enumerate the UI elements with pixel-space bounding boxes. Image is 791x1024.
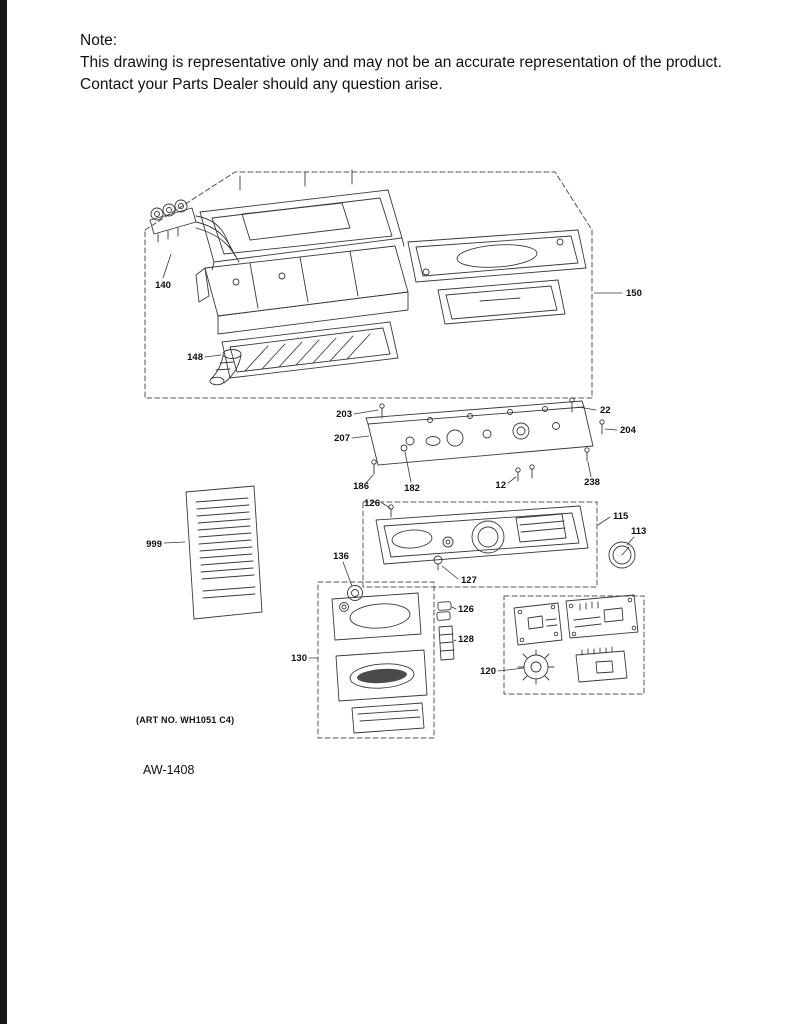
callout-150: 150	[626, 288, 642, 299]
callout-140: 140	[155, 280, 171, 291]
dashed-box-control-panel	[362, 501, 598, 588]
dispenser-lid-drawing	[199, 189, 405, 271]
page-edge-strip	[0, 0, 7, 1024]
callout-127: 127	[461, 575, 477, 586]
pcb-right-drawing	[565, 594, 639, 639]
dashed-box-drawer-front	[317, 581, 435, 739]
grommet-drawing	[347, 585, 363, 601]
button-126-drawing	[436, 601, 452, 621]
drawer-tray-drawing	[351, 702, 425, 734]
callout-113: 113	[631, 526, 646, 537]
note-title: Note:	[80, 32, 118, 49]
drawer-front-lower-drawing	[335, 649, 428, 702]
callout-128: 128	[458, 634, 474, 645]
screw-203	[379, 403, 385, 419]
pcb-left-drawing	[513, 602, 563, 646]
screws-12	[515, 464, 535, 482]
note-block: Note: This drawing is representative onl…	[80, 30, 752, 96]
screw-186	[371, 459, 377, 475]
exploded-parts-diagram: 140 148 150 203 22 204 207 186 182 12 23…	[144, 169, 646, 739]
dispenser-drawer-drawing	[437, 279, 566, 325]
callout-182: 182	[404, 483, 420, 494]
dispenser-body-drawing	[195, 245, 409, 335]
callout-204: 204	[620, 425, 637, 436]
dashed-box-dispenser	[144, 171, 593, 399]
callout-999: 999	[146, 539, 162, 550]
callout-136: 136	[333, 551, 349, 562]
knob-shaft-drawing	[433, 555, 443, 571]
leader-lines	[162, 253, 635, 672]
callout-12: 12	[495, 480, 506, 491]
alignment-ticks	[239, 169, 353, 191]
control-panel-drawing	[375, 505, 589, 565]
callout-22: 22	[600, 405, 611, 416]
relay-block-drawing	[575, 646, 628, 683]
encoder-drawing	[517, 649, 555, 685]
callout-186: 186	[353, 481, 369, 492]
callout-126-top: 126	[364, 498, 380, 509]
fill-funnel-drawing	[209, 349, 242, 386]
button-strip-128-drawing	[438, 625, 455, 661]
callout-115: 115	[613, 511, 629, 522]
screw-22	[569, 397, 575, 413]
screw-126-top	[388, 504, 394, 518]
callout-148: 148	[187, 352, 203, 363]
screw-238	[584, 447, 590, 462]
timer-knob-drawing	[608, 541, 636, 569]
panel-bracket-drawing	[365, 400, 594, 466]
dispenser-pan-drawing	[221, 321, 399, 379]
screw-204	[599, 419, 605, 435]
dashed-box-boards	[503, 595, 645, 695]
note-line-2: Contact your Parts Dealer should any que…	[80, 76, 443, 93]
dispenser-cover-drawing	[407, 229, 587, 283]
callout-130: 130	[291, 653, 307, 664]
water-valve-drawing	[149, 199, 240, 263]
callout-126-mid: 126	[458, 604, 474, 615]
drawer-front-upper-drawing	[331, 592, 422, 641]
art-number: (ART NO. WH1051 C4)	[136, 715, 235, 725]
callout-120: 120	[480, 666, 496, 677]
drawing-code: AW-1408	[143, 763, 195, 777]
callout-238: 238	[584, 477, 600, 488]
note-line-1: This drawing is representative only and …	[80, 54, 722, 71]
callout-207: 207	[334, 433, 350, 444]
mini-manual-drawing	[185, 485, 263, 620]
callout-203: 203	[336, 409, 352, 420]
